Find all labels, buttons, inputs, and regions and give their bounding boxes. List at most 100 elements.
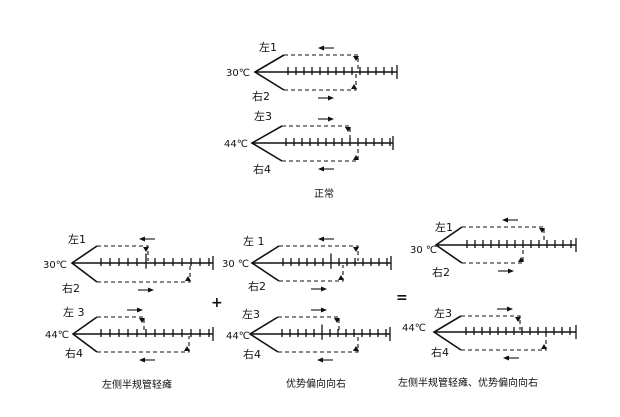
plus-sign: + [211,295,223,311]
ear-label-top: 左3 [242,308,260,321]
ear-label-bottom: 右2 [248,279,266,293]
temperature-label: 44℃ [45,330,69,341]
arrow-head [328,116,334,122]
ear-label-bottom: 右4 [253,162,271,176]
duration-bracket-bottom [97,265,191,283]
arrow-head [502,217,508,223]
duration-marker-top [139,318,145,323]
direction-arrow-top [497,306,513,312]
duration-bracket-top [282,125,351,141]
arrow-head [507,306,513,312]
temperature-label: 44℃ [224,139,248,150]
duration-marker-bottom [184,346,190,351]
direction-arrow-bottom [498,268,514,274]
duration-bracket-bottom [284,74,357,91]
duration-bracket-bottom [462,247,524,264]
direction-arrow-top [318,236,334,242]
ear-label-top: 左3 [254,110,272,123]
duration-marker-bottom [185,276,191,281]
ear-label-bottom: 右4 [431,345,449,359]
duration-bracket-top [278,316,340,332]
direction-arrow-bottom [318,166,334,172]
nystagmus-ticks [282,253,388,269]
left-paresis-30c-panel: 左1 右2 30℃ [43,233,214,295]
ear-label-bottom: 右4 [65,346,83,360]
arrow-head [318,166,324,172]
left-paresis-group: 左1 右2 30℃ 左 3 右4 44℃ 左侧半规管轻瘫 [43,233,214,391]
arrow-head [321,307,327,313]
arrow-head [328,95,334,101]
ear-label-bottom: 右2 [432,265,450,279]
arrow-head [139,236,145,242]
duration-bracket-bottom [282,145,359,162]
nystagmus-ticks [285,138,391,146]
duration-bracket-top [97,316,145,332]
direction-arrow-bottom [311,286,327,292]
duration-marker-bottom [353,346,359,351]
caption-normal: 正常 [314,187,334,200]
duration-marker-top [539,228,545,233]
ear-label-top: 左1 [259,41,277,54]
duration-marker-top [515,317,521,322]
duration-marker-bottom [351,84,357,89]
caption-left-canal-paresis: 左侧半规管轻瘫 [102,378,172,391]
duration-bracket-top [284,54,359,70]
direction-arrow-top [127,307,143,313]
duration-marker-bottom [338,275,344,280]
ear-label-top: 左1 [435,221,453,234]
arrow-head [317,357,323,363]
stimulus-wedge [432,315,462,351]
duration-marker-bottom [541,344,547,349]
arrow-head [503,355,509,361]
duration-bracket-top [461,315,521,330]
stimulus-wedge [70,245,98,283]
ear-label-bottom: 右2 [62,281,80,295]
duration-marker-top [334,318,340,323]
temperature-label: 44℃ [402,323,426,334]
arrow-head [148,287,154,293]
direction-arrow-top [502,217,518,223]
direction-arrow-bottom [317,357,333,363]
duration-bracket-bottom [278,336,359,353]
ear-label-bottom: 右4 [243,347,261,361]
duration-bracket-top [97,245,149,261]
direction-arrow-bottom [139,357,155,363]
nystagmus-ticks [465,327,571,335]
combined-30c-panel: 左1 右2 30 ℃ [410,217,577,279]
arrow-head [318,45,324,51]
duration-marker-top [143,247,149,252]
duration-bracket-bottom [461,334,547,351]
ear-label-top: 左 3 [63,306,85,319]
duration-marker-bottom [353,155,359,160]
direction-arrow-bottom [318,95,334,101]
caption-combined: 左侧半规管轻瘫、优势偏向向右 [398,376,538,389]
temperature-label: 30℃ [226,68,250,79]
duration-bracket-top [279,245,359,261]
arrow-head [321,286,327,292]
direction-arrow-bottom [503,355,519,361]
temperature-label: 30 ℃ [222,259,249,270]
duration-marker-bottom [518,257,524,262]
arrow-head [508,268,514,274]
duration-marker-top [353,56,359,61]
ear-label-top: 左1 [68,233,86,246]
direction-arrow-top [139,236,155,242]
ear-label-top: 左3 [434,307,452,320]
nystagmus-ticks [281,324,387,340]
temperature-label: 30 ℃ [410,245,437,256]
temperature-label: 30℃ [43,260,67,271]
direction-arrow-top [318,45,334,51]
nystagmus-ticks [100,253,210,269]
arrow-head [137,307,143,313]
duration-marker-top [345,127,351,132]
nystagmus-ticks [466,240,572,248]
combined-group: 左1 右2 30 ℃ 左3 右4 44℃ 左侧半规管轻瘫、优势偏向向右 [398,217,577,389]
combined-44c-panel: 左3 右4 44℃ [402,306,577,361]
nystagmus-ticks [287,67,393,75]
direction-arrow-bottom [138,287,154,293]
